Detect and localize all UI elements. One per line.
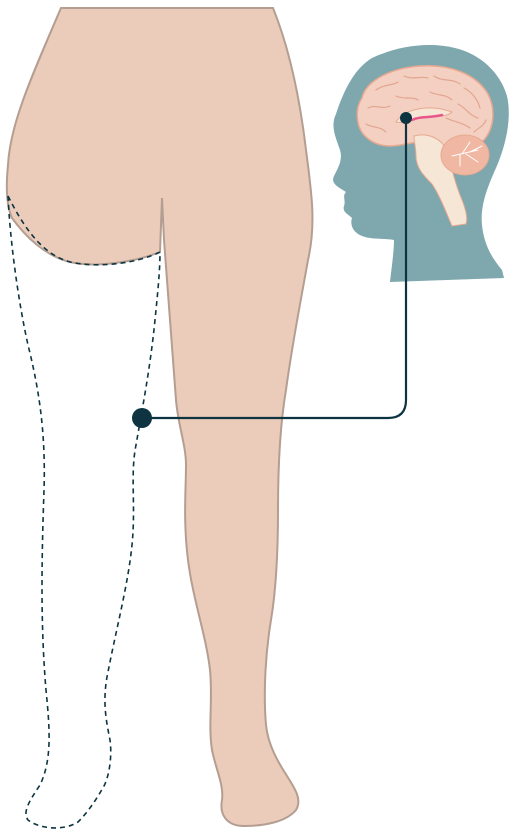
brain-marker: [400, 112, 412, 124]
cerebellum: [441, 135, 489, 175]
phantom-leg-marker: [132, 408, 152, 428]
phantom-leg-outline: [8, 196, 160, 828]
